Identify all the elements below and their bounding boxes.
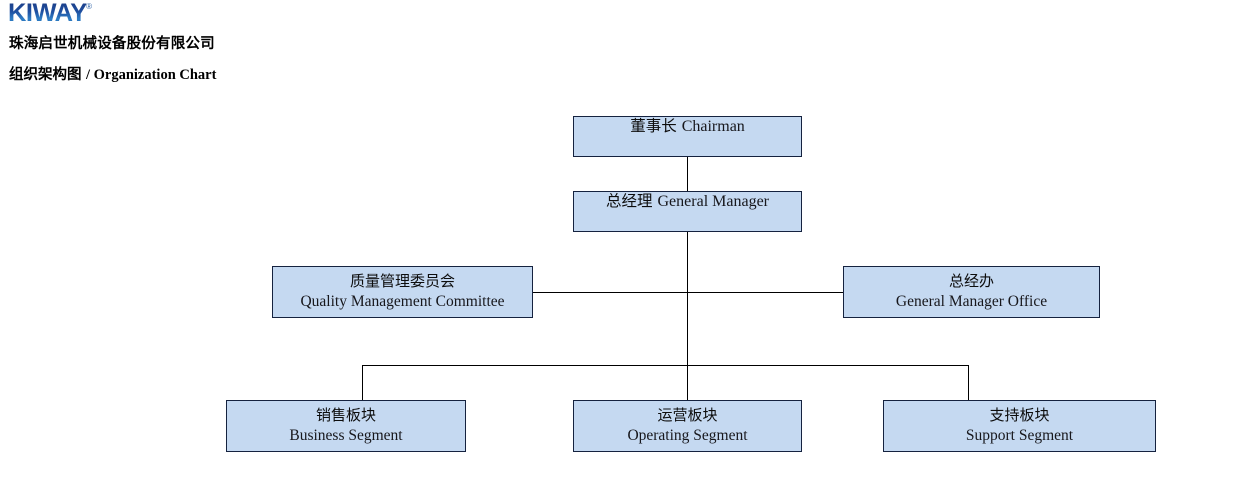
node-business-segment-label-cn: 销售板块 xyxy=(315,406,376,425)
node-operating-segment[interactable]: 运营板块 Operating Segment xyxy=(573,400,802,452)
node-gmo-label-cn: 总经办 xyxy=(948,272,994,291)
node-chairman-label-cn: 董事长 xyxy=(630,117,677,135)
node-support-segment[interactable]: 支持板块 Support Segment xyxy=(883,400,1156,452)
connector-chairman-to-gm xyxy=(687,156,688,192)
node-gmo-label-en: General Manager Office xyxy=(895,292,1048,310)
logo-wordmark: KIWAY xyxy=(8,0,87,27)
page-title-cn: 组织架构图 xyxy=(9,67,82,83)
node-general-manager[interactable]: 总经理 General Manager xyxy=(573,191,802,232)
node-general-manager-label-en: General Manager xyxy=(657,193,770,210)
company-name: 珠海启世机械设备股份有限公司 xyxy=(9,36,215,52)
node-qmc-label-cn: 质量管理委员会 xyxy=(349,272,455,291)
node-qmc-label-en: Quality Management Committee xyxy=(300,292,505,310)
node-operating-segment-label-en: Operating Segment xyxy=(627,426,748,444)
connector-bus-to-support xyxy=(968,365,969,401)
node-general-manager-office[interactable]: 总经办 General Manager Office xyxy=(843,266,1100,318)
node-business-segment[interactable]: 销售板块 Business Segment xyxy=(226,400,466,452)
node-support-segment-label-cn: 支持板块 xyxy=(989,406,1050,425)
node-chairman[interactable]: 董事长 Chairman xyxy=(573,116,802,157)
page-title: 组织架构图 / Organization Chart xyxy=(9,63,216,84)
registered-trademark-icon: ® xyxy=(86,1,93,11)
node-quality-management-committee[interactable]: 质量管理委员会 Quality Management Committee xyxy=(272,266,533,318)
node-business-segment-label-en: Business Segment xyxy=(289,426,403,444)
node-general-manager-label-cn: 总经理 xyxy=(605,192,653,210)
connector-gm-trunk xyxy=(687,232,688,366)
node-operating-segment-label-cn: 运营板块 xyxy=(657,406,718,425)
connector-staff-bar xyxy=(533,292,844,293)
node-chairman-label-en: Chairman xyxy=(681,118,745,135)
page-title-en: / Organization Chart xyxy=(85,67,217,83)
connector-segment-bus xyxy=(362,365,969,366)
connector-bus-to-business xyxy=(362,365,363,401)
kiway-logo: KIWAY® xyxy=(8,1,308,27)
connector-bus-to-operating xyxy=(687,365,688,401)
node-support-segment-label-en: Support Segment xyxy=(965,426,1074,444)
